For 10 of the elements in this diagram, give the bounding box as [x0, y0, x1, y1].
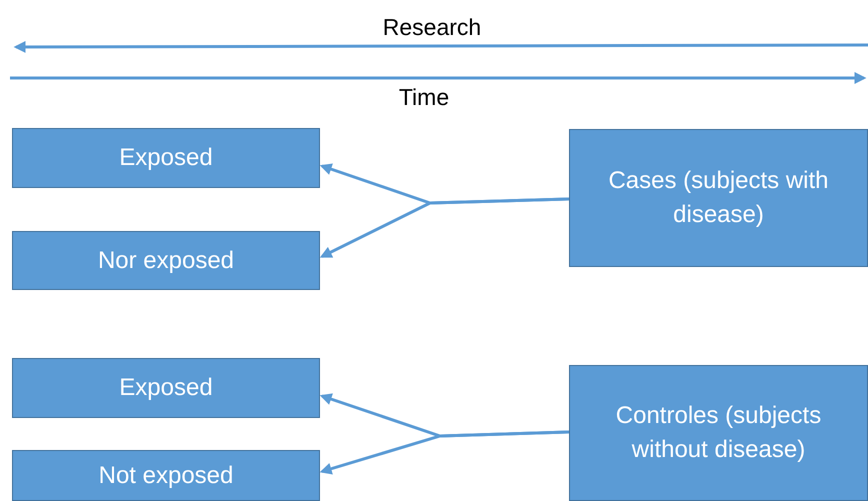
axis-label: Time	[398, 84, 450, 110]
process-box: Cases (subjects with disease)	[569, 129, 868, 267]
process-box: Not exposed	[12, 450, 320, 501]
arrow	[320, 198, 570, 258]
arrow	[320, 430, 570, 474]
process-box: Exposed	[12, 128, 320, 188]
process-box: Nor exposed	[12, 231, 320, 290]
process-box: Controles (subjects without disease)	[569, 365, 868, 501]
axis-label: Research	[382, 14, 482, 40]
process-box: Exposed	[12, 358, 320, 418]
